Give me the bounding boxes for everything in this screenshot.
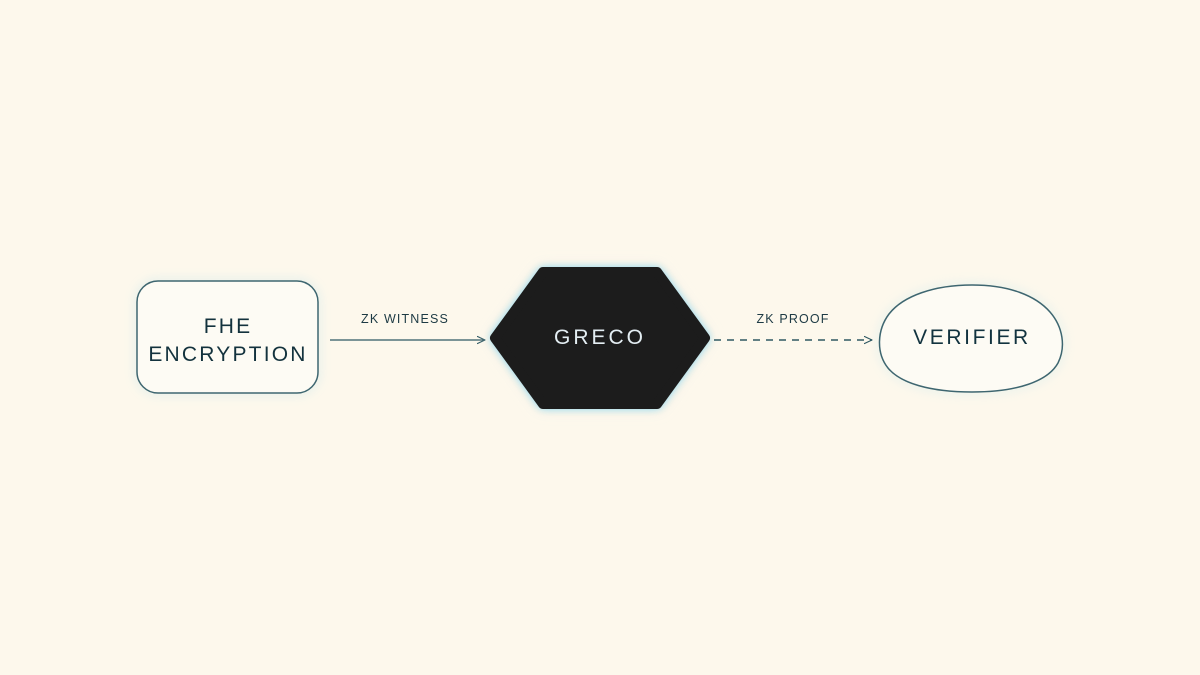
node-verifier[interactable] bbox=[878, 283, 1064, 394]
greco-node-shape bbox=[490, 267, 710, 409]
node-greco[interactable] bbox=[488, 266, 712, 410]
node-fhe-encryption[interactable] bbox=[135, 279, 320, 395]
verifier-node-shape bbox=[878, 284, 1064, 393]
fhe-node-shape bbox=[136, 280, 319, 394]
zk-proof-edge-label: ZK PROOF bbox=[756, 312, 830, 326]
zk-witness-edge-label: ZK WITNESS bbox=[361, 312, 449, 326]
